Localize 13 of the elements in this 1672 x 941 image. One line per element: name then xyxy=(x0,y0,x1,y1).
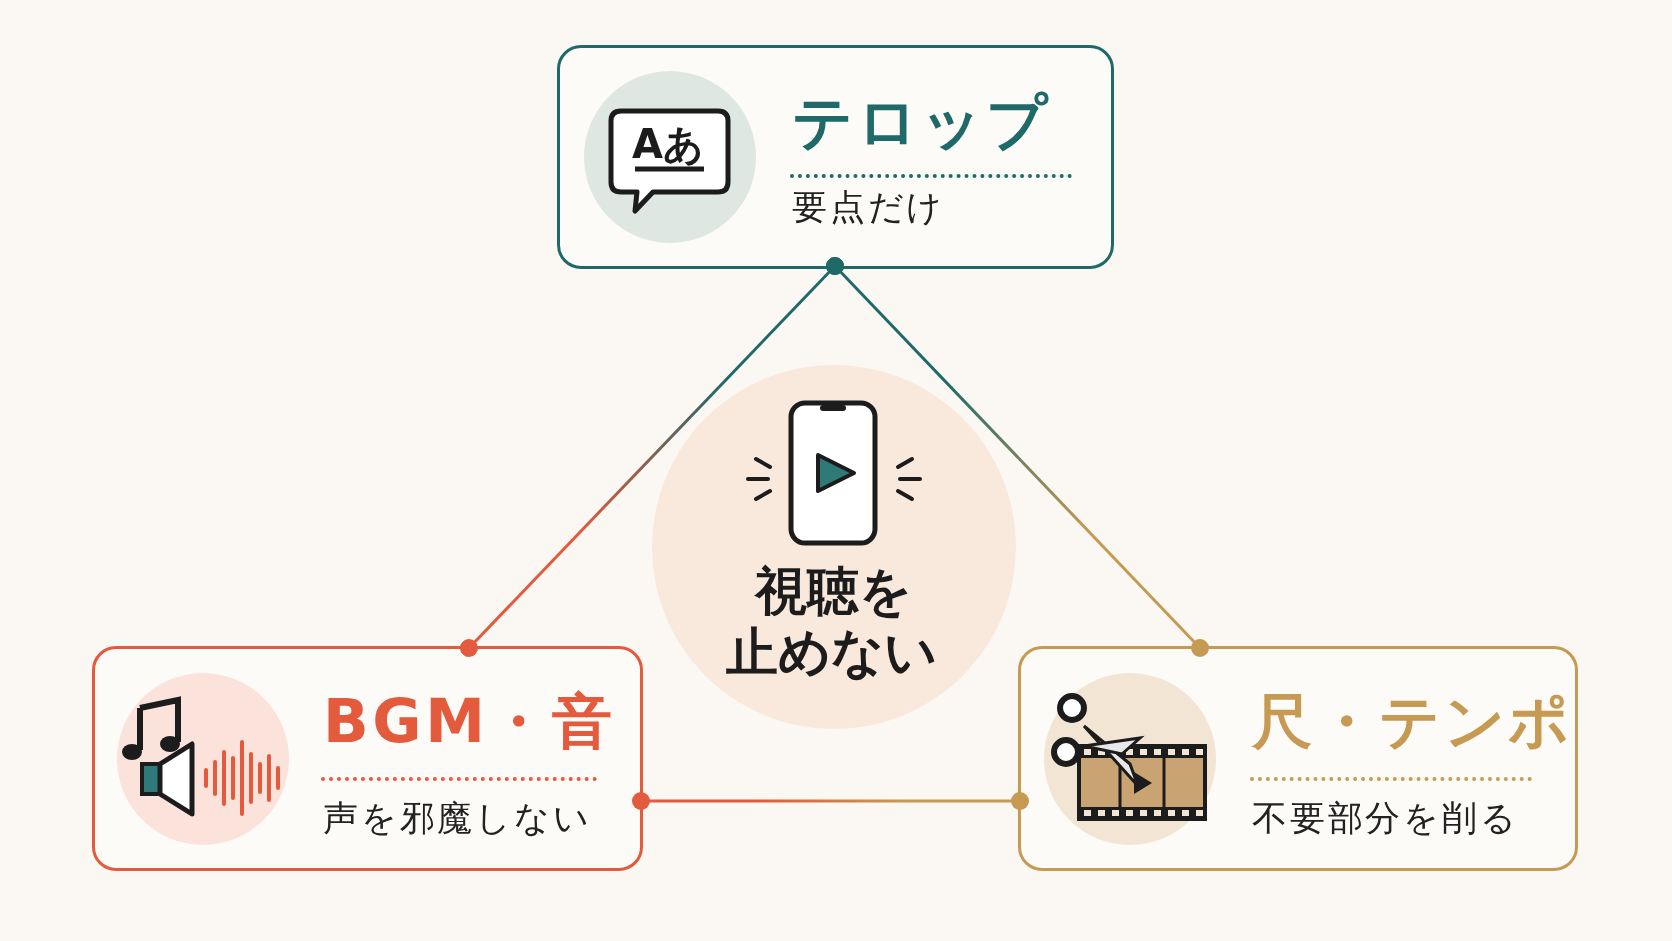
icon-letters: Aあ xyxy=(632,124,704,164)
card-subtitle: 声を邪魔しない xyxy=(323,801,592,836)
card-subtitle: 不要部分を削る xyxy=(1252,801,1519,836)
info-card xyxy=(1018,646,1578,871)
info-card xyxy=(92,646,643,871)
center-text: 視聴を止めない xyxy=(726,561,938,684)
connector-line xyxy=(632,792,1029,810)
card-title: BGM・音 xyxy=(323,691,616,751)
connector-line xyxy=(826,257,1209,657)
card-subtitle: 要点だけ xyxy=(792,190,946,225)
card-title: 尺・テンポ xyxy=(1252,691,1573,751)
card-title: テロップ xyxy=(792,92,1051,152)
info-card xyxy=(557,45,1114,269)
